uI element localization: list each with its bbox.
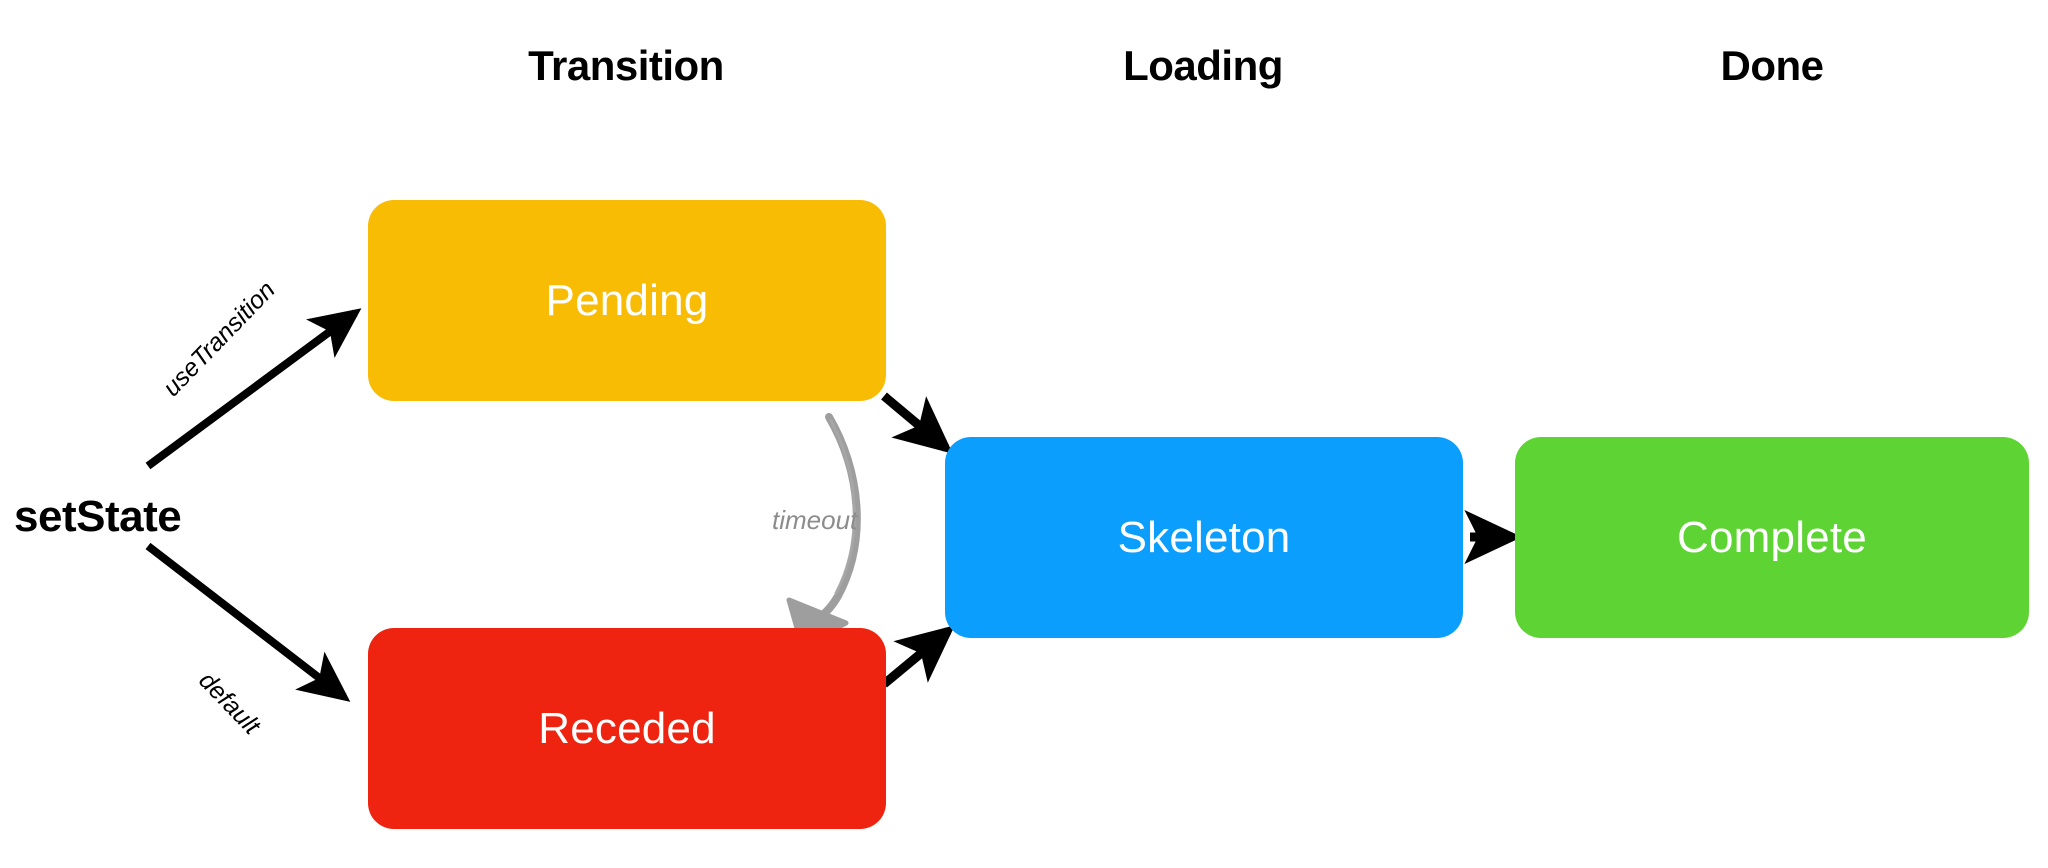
edge-setstate-to-receded bbox=[145, 542, 351, 702]
state-box-pending[interactable]: Pending bbox=[368, 200, 886, 401]
state-label-receded: Receded bbox=[538, 703, 716, 753]
state-box-receded[interactable]: Receded bbox=[368, 628, 886, 829]
edge-label-usetransition: useTransition bbox=[157, 275, 281, 402]
state-label-pending: Pending bbox=[545, 275, 709, 325]
edge-pending-to-skeleton bbox=[881, 392, 953, 454]
state-label-complete: Complete bbox=[1677, 512, 1867, 562]
edge-label-timeout: timeout bbox=[772, 505, 858, 535]
source-label-setstate: setState bbox=[14, 492, 182, 541]
state-label-skeleton: Skeleton bbox=[1117, 512, 1291, 562]
state-box-skeleton[interactable]: Skeleton bbox=[945, 437, 1463, 638]
edge-label-default: default bbox=[193, 666, 266, 740]
state-box-complete[interactable]: Complete bbox=[1515, 437, 2029, 638]
column-header-loading: Loading bbox=[1123, 42, 1283, 89]
edge-receded-to-skeleton bbox=[881, 625, 955, 688]
column-header-done: Done bbox=[1720, 42, 1825, 89]
column-header-transition: Transition bbox=[528, 42, 724, 89]
